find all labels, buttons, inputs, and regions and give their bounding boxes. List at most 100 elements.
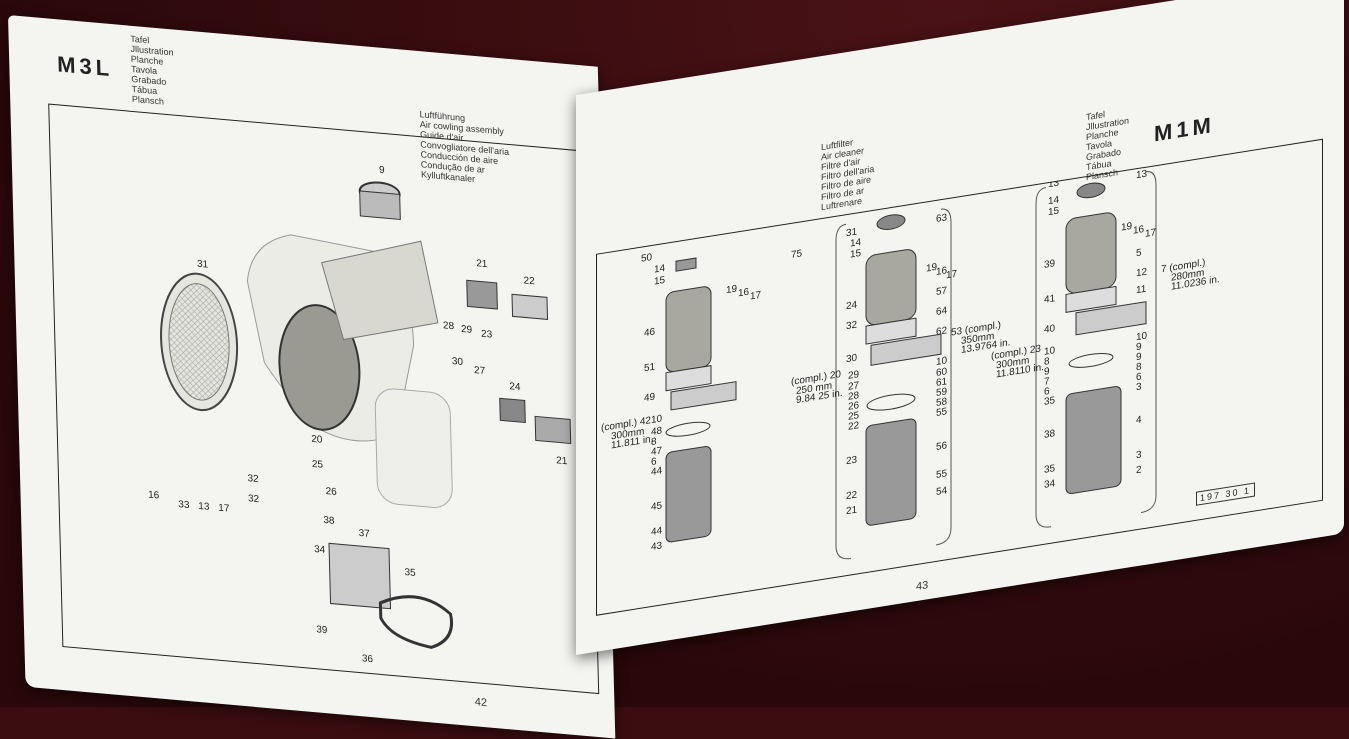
svg-text:60: 60 bbox=[936, 366, 948, 379]
svg-text:24: 24 bbox=[509, 381, 521, 393]
svg-text:16: 16 bbox=[1133, 224, 1145, 237]
svg-text:10: 10 bbox=[1136, 331, 1148, 344]
svg-text:35: 35 bbox=[1044, 463, 1056, 476]
svg-text:22: 22 bbox=[848, 420, 860, 433]
svg-text:26: 26 bbox=[325, 486, 337, 498]
svg-text:51: 51 bbox=[644, 361, 656, 374]
svg-text:2: 2 bbox=[1136, 464, 1142, 476]
svg-text:3: 3 bbox=[1136, 449, 1142, 461]
svg-text:15: 15 bbox=[654, 275, 666, 288]
svg-text:59: 59 bbox=[936, 386, 948, 399]
svg-text:14: 14 bbox=[1048, 194, 1060, 207]
svg-text:24: 24 bbox=[846, 299, 858, 312]
svg-text:48: 48 bbox=[651, 425, 663, 438]
svg-text:45: 45 bbox=[651, 500, 663, 513]
svg-text:39: 39 bbox=[316, 624, 328, 636]
svg-text:63: 63 bbox=[936, 212, 948, 225]
svg-text:19: 19 bbox=[726, 283, 738, 296]
svg-text:44: 44 bbox=[651, 525, 663, 538]
svg-text:34: 34 bbox=[314, 544, 326, 556]
svg-text:6: 6 bbox=[1136, 371, 1142, 383]
svg-text:23: 23 bbox=[481, 329, 493, 341]
svg-text:3: 3 bbox=[1136, 381, 1142, 393]
svg-text:17: 17 bbox=[946, 269, 958, 282]
svg-text:30: 30 bbox=[452, 356, 464, 368]
exploded-diagram-right: 50 14 15 75 19 16 17 46 51 49 10 48 8 47… bbox=[601, 169, 1220, 560]
svg-text:33: 33 bbox=[178, 499, 190, 511]
svg-text:64: 64 bbox=[936, 305, 948, 318]
svg-text:35: 35 bbox=[1044, 395, 1056, 408]
svg-text:6: 6 bbox=[651, 456, 657, 468]
svg-text:25: 25 bbox=[848, 410, 860, 423]
page-number-left: 42 bbox=[474, 696, 488, 710]
svg-text:35: 35 bbox=[404, 567, 416, 579]
air-cleaner-variant-2 bbox=[865, 214, 942, 526]
svg-text:10: 10 bbox=[1044, 345, 1056, 358]
svg-text:22: 22 bbox=[846, 489, 858, 502]
svg-text:46: 46 bbox=[644, 326, 656, 339]
plate-code-right: M1M bbox=[1154, 111, 1215, 147]
svg-text:62: 62 bbox=[936, 325, 948, 338]
svg-text:26: 26 bbox=[848, 400, 860, 413]
svg-text:14: 14 bbox=[654, 263, 666, 276]
svg-text:17: 17 bbox=[218, 503, 230, 515]
svg-text:14: 14 bbox=[850, 237, 862, 250]
svg-text:10: 10 bbox=[936, 355, 948, 368]
svg-text:16: 16 bbox=[738, 287, 750, 300]
air-cleaner-variant-1 bbox=[665, 257, 737, 543]
svg-text:9: 9 bbox=[379, 165, 385, 177]
svg-text:32: 32 bbox=[247, 473, 259, 485]
svg-text:19: 19 bbox=[1121, 221, 1133, 234]
svg-text:41: 41 bbox=[1044, 293, 1056, 306]
svg-text:12: 12 bbox=[1136, 267, 1148, 280]
hose-section-part bbox=[466, 279, 498, 310]
svg-text:22: 22 bbox=[523, 275, 535, 287]
svg-text:280mm: 280mm bbox=[1171, 268, 1204, 284]
svg-text:4: 4 bbox=[1136, 414, 1142, 426]
svg-text:21: 21 bbox=[846, 504, 858, 517]
plate-code-left: M3L bbox=[56, 51, 114, 82]
svg-text:56: 56 bbox=[936, 440, 948, 453]
svg-text:25: 25 bbox=[312, 459, 324, 471]
svg-text:17: 17 bbox=[1145, 227, 1157, 240]
svg-text:15: 15 bbox=[1048, 205, 1060, 218]
svg-text:49: 49 bbox=[644, 391, 656, 404]
svg-text:54: 54 bbox=[936, 485, 948, 498]
svg-text:55: 55 bbox=[936, 406, 948, 419]
svg-text:28: 28 bbox=[443, 320, 455, 332]
svg-text:21: 21 bbox=[556, 455, 568, 467]
svg-text:38: 38 bbox=[1044, 428, 1056, 441]
svg-text:27: 27 bbox=[474, 365, 486, 377]
svg-text:55: 55 bbox=[936, 468, 948, 481]
svg-text:350mm: 350mm bbox=[961, 331, 994, 347]
svg-text:75: 75 bbox=[791, 248, 803, 261]
svg-text:27: 27 bbox=[848, 380, 860, 393]
svg-text:30: 30 bbox=[846, 352, 858, 365]
air-cleaner-ghost-part bbox=[374, 388, 453, 509]
svg-text:17: 17 bbox=[750, 290, 762, 303]
svg-text:44: 44 bbox=[651, 465, 663, 478]
svg-text:7: 7 bbox=[1044, 376, 1050, 388]
svg-text:58: 58 bbox=[936, 396, 948, 409]
page-number-right: 43 bbox=[916, 579, 929, 594]
svg-text:9: 9 bbox=[1136, 341, 1142, 353]
svg-text:20: 20 bbox=[311, 434, 323, 446]
svg-text:21: 21 bbox=[476, 258, 488, 270]
svg-text:57: 57 bbox=[936, 285, 948, 298]
svg-text:6: 6 bbox=[1044, 386, 1050, 398]
svg-text:61: 61 bbox=[936, 376, 948, 389]
svg-text:34: 34 bbox=[1044, 478, 1056, 491]
svg-text:29: 29 bbox=[461, 324, 473, 336]
air-cleaner-variant-3 bbox=[1065, 182, 1147, 495]
svg-text:23: 23 bbox=[846, 454, 858, 467]
bracket-plate-part bbox=[328, 542, 392, 610]
svg-text:36: 36 bbox=[362, 653, 374, 665]
svg-text:39: 39 bbox=[1044, 258, 1056, 271]
svg-text:47: 47 bbox=[651, 445, 663, 458]
svg-text:19: 19 bbox=[926, 262, 938, 275]
svg-text:11: 11 bbox=[1136, 284, 1147, 297]
svg-text:16: 16 bbox=[148, 489, 160, 501]
